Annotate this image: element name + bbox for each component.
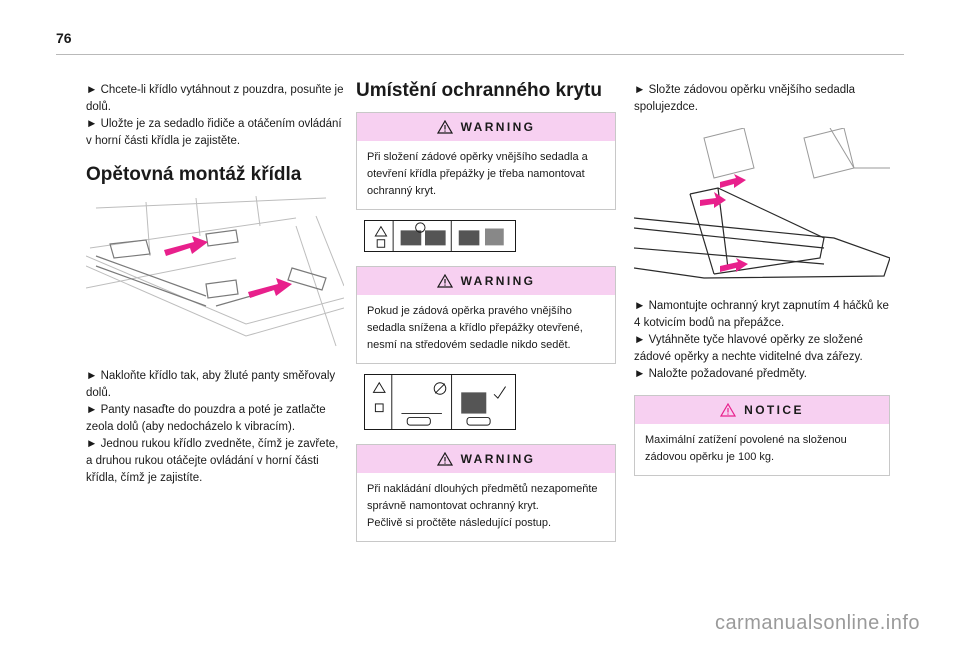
load-items-step: ► Naložte požadované předměty.	[634, 368, 807, 380]
page-number: 76	[56, 30, 72, 46]
warning-triangle-icon	[436, 452, 453, 466]
header-divider	[56, 54, 904, 55]
warning-text: Pokud je zádová opěrka pravého vnějšího …	[357, 295, 615, 363]
wing-hinge-illustration	[86, 196, 344, 356]
mount-cover-step: ► Namontujte ochranný kryt zapnutím 4 há…	[634, 300, 889, 329]
watermark: carmanualsonline.info	[714, 612, 920, 634]
intro-step-2: ► Uložte je za sedadlo řidiče a otáčením…	[86, 118, 342, 147]
warning-triangle-icon	[436, 274, 453, 288]
reinstall-step-2: ► Panty nasaďte do pouzdra a poté je zat…	[86, 404, 326, 433]
reinstall-step-3: ► Jednou rukou křídlo zvedněte, čímž je …	[86, 438, 339, 484]
warning-box-3: WARNING Při nakládání dlouhých předmětů …	[356, 444, 616, 542]
notice-triangle-icon	[720, 403, 737, 417]
warning-title: WARNING	[460, 452, 536, 466]
intro-step-1: ► Chcete-li křídlo vytáhnout z pouzdra, …	[86, 84, 344, 113]
section-heading-reinstall: Opětovná montáž křídla	[86, 164, 302, 185]
warning-title: WARNING	[460, 120, 536, 134]
fold-seat-step: ► Složte zádovou opěrku vnějšího sedadla…	[634, 84, 856, 113]
seat-pictogram-1	[364, 220, 516, 252]
column-2: Umístění ochranného krytu WARNING Při sl…	[356, 80, 616, 552]
seat-pictogram-2	[364, 374, 516, 430]
reinstall-step-1: ► Nakloňte křídlo tak, aby žluté panty s…	[86, 370, 336, 399]
notice-text: Maximální zatížení povolené na složenou …	[635, 424, 889, 475]
warning-text: Při složení zádové opěrky vnějšího sedad…	[357, 141, 615, 209]
headrest-step: ► Vytáhněte tyče hlavové opěrky ze slože…	[634, 334, 863, 363]
warning-box-2: WARNING Pokud je zádová opěrka pravého v…	[356, 266, 616, 364]
protective-cover-illustration	[634, 128, 890, 288]
section-heading-cover: Umístění ochranného krytu	[356, 80, 602, 101]
warning-text: Při nakládání dlouhých předmětů nezapome…	[357, 473, 615, 541]
warning-title: WARNING	[460, 274, 536, 288]
notice-box: NOTICE Maximální zatížení povolené na sl…	[634, 395, 890, 476]
warning-triangle-icon	[436, 120, 453, 134]
notice-title: NOTICE	[744, 403, 804, 417]
column-3: ► Složte zádovou opěrku vnějšího sedadla…	[634, 82, 890, 486]
warning-box-1: WARNING Při složení zádové opěrky vnější…	[356, 112, 616, 210]
column-1: ► Chcete-li křídlo vytáhnout z pouzdra, …	[86, 82, 346, 487]
